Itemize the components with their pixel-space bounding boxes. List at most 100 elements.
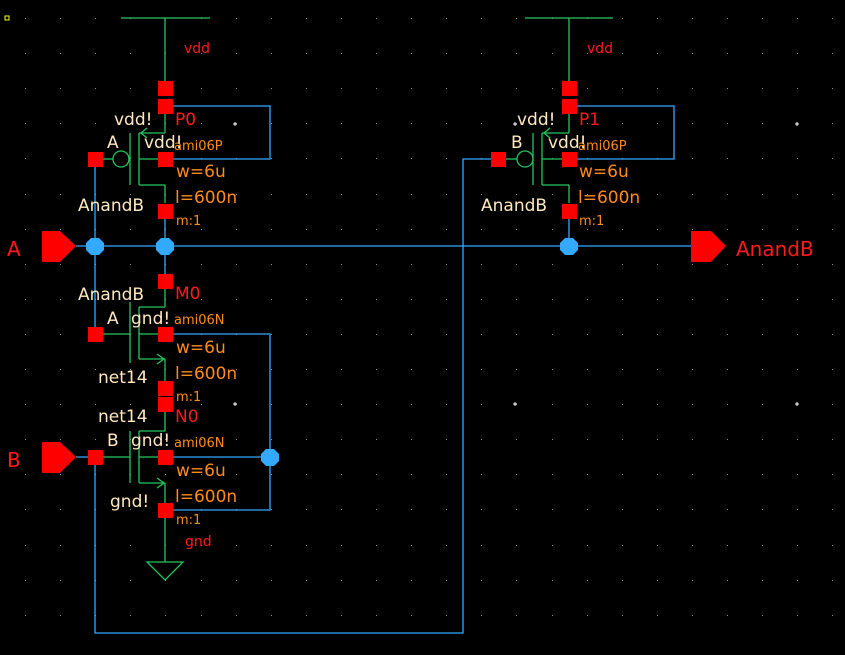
pin-a-icon[interactable] [42, 231, 76, 262]
terminal-p1-gate[interactable] [491, 152, 506, 167]
grid-dot [552, 369, 553, 370]
grid-dot [622, 545, 623, 546]
terminal-m0-gate[interactable] [88, 327, 103, 342]
grid-dot [411, 369, 412, 370]
grid-dot [832, 439, 833, 440]
grid-dot [657, 123, 658, 124]
terminal-m0-bulk[interactable] [158, 327, 173, 342]
terminal-p0-source[interactable] [158, 99, 173, 114]
grid-dot [341, 334, 342, 335]
grid-dot [516, 545, 517, 546]
terminal-n0-drain[interactable] [158, 397, 173, 412]
grid-dot [25, 404, 26, 405]
pin-b-icon[interactable] [42, 442, 76, 473]
grid-dot [587, 194, 588, 195]
grid-dot [552, 194, 553, 195]
grid-dot [411, 123, 412, 124]
grid-dot [376, 369, 377, 370]
grid-dot [692, 580, 693, 581]
grid-dot [657, 404, 658, 405]
pin-a-label: A [7, 237, 21, 261]
grid-dot [692, 194, 693, 195]
grid-dot [236, 194, 237, 195]
grid-dot [271, 123, 272, 124]
terminal-p1-source[interactable] [562, 99, 577, 114]
grid-dot [411, 615, 412, 616]
grid-dot [657, 264, 658, 265]
grid-dot [657, 615, 658, 616]
grid-dot [446, 369, 447, 370]
p1-drain-net-label: AnandB [481, 196, 547, 216]
p0-width: w=6u [176, 162, 226, 182]
grid-dot [516, 580, 517, 581]
terminal-vdd-right[interactable] [562, 81, 577, 96]
grid-dot [306, 439, 307, 440]
grid-dot [832, 615, 833, 616]
grid-dot [271, 229, 272, 230]
grid-dot [306, 264, 307, 265]
m0-bulk-net-label: gnd! [131, 309, 170, 329]
grid-dot [622, 580, 623, 581]
grid-dot [201, 88, 202, 89]
p1-model: ami06P [578, 139, 627, 154]
grid-dot [130, 545, 131, 546]
terminal-p1-bulk[interactable] [562, 152, 577, 167]
grid-dot [446, 545, 447, 546]
terminal-p0-gate[interactable] [88, 152, 103, 167]
grid-dot [797, 334, 798, 335]
grid-dot [165, 580, 166, 581]
grid-dot [95, 123, 96, 124]
grid-dot [481, 18, 482, 19]
terminal-m0-drain[interactable] [158, 274, 173, 289]
grid-dot [60, 404, 61, 405]
terminal-n0-bulk[interactable] [158, 450, 173, 465]
grid-dot [271, 615, 272, 616]
terminal-p1-drain[interactable] [562, 204, 577, 219]
grid-dot [727, 545, 728, 546]
grid-dot [306, 299, 307, 300]
terminal-n0-source[interactable] [158, 503, 173, 518]
grid-dot [832, 264, 833, 265]
grid-dot [130, 404, 131, 405]
terminal-p0-drain[interactable] [158, 204, 173, 219]
transistor-symbols [103, 114, 570, 503]
grid-dot [376, 334, 377, 335]
grid-dot [797, 299, 798, 300]
pin-anandb-icon[interactable] [691, 231, 726, 262]
wire-b-net[interactable] [76, 158, 491, 634]
grid-dot [446, 474, 447, 475]
wire-nmos-bulk[interactable] [173, 333, 271, 511]
grid-dot [727, 369, 728, 370]
grid-dot [201, 545, 202, 546]
terminal-vdd-left[interactable] [158, 81, 173, 96]
grid-dot [60, 158, 61, 159]
cursor-markers [233, 122, 799, 406]
grid-dot [446, 615, 447, 616]
grid-dot [341, 18, 342, 19]
grid-dot [481, 474, 482, 475]
grid-dot [727, 509, 728, 510]
grid-dot [481, 580, 482, 581]
wire-p0-bulk[interactable] [173, 105, 271, 160]
grid-dot [306, 123, 307, 124]
grid-dot [306, 158, 307, 159]
grid-dot [130, 615, 131, 616]
wire-p1-bulk[interactable] [577, 105, 675, 160]
terminal-m0-source[interactable] [158, 381, 173, 396]
n0-drain-net-label: net14 [98, 407, 148, 427]
grid-dot [411, 229, 412, 230]
terminal-p0-bulk[interactable] [158, 152, 173, 167]
grid-dot [271, 545, 272, 546]
grid-dot [95, 53, 96, 54]
grid-dot [376, 404, 377, 405]
grid-dot [797, 88, 798, 89]
grid-dot [481, 88, 482, 89]
p0-multiplier: m:1 [176, 214, 201, 229]
terminal-n0-gate[interactable] [88, 450, 103, 465]
grid-dot [762, 88, 763, 89]
junction-dot [261, 449, 279, 466]
grid-dot [446, 580, 447, 581]
grid-dot [657, 194, 658, 195]
